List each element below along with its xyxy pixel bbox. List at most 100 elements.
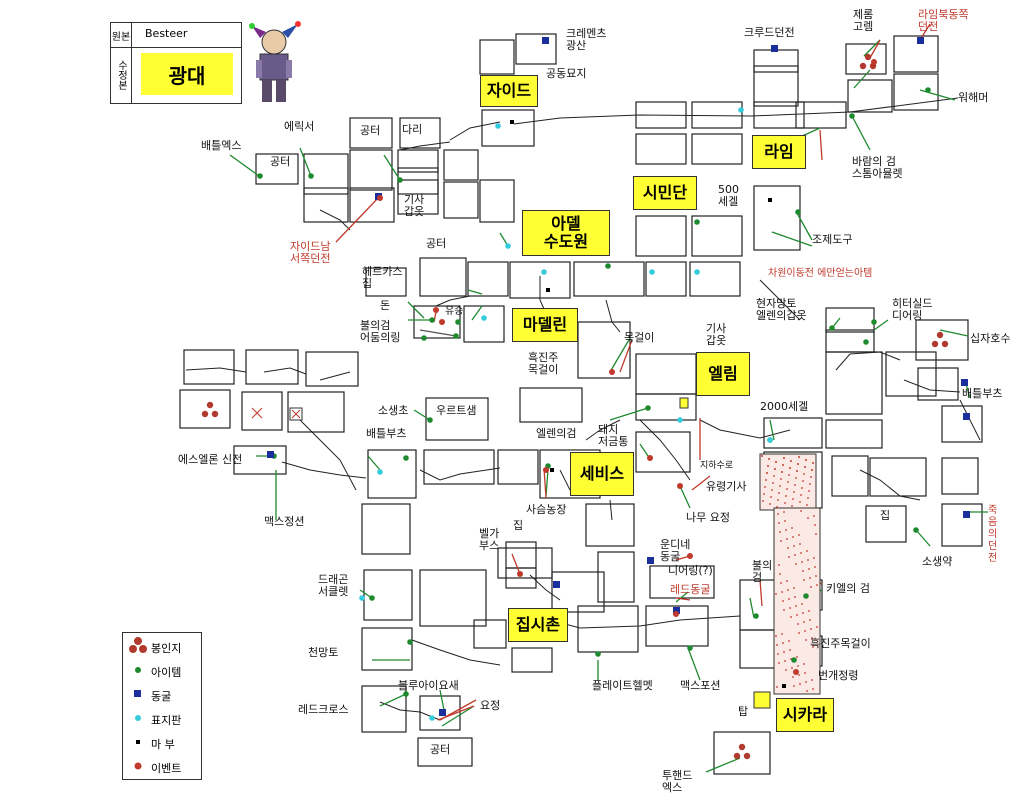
item-icon-23 <box>753 613 759 619</box>
label-belga-booth: 벨가 부스 <box>479 527 500 552</box>
passage-14 <box>609 499 613 521</box>
label-black-pearl-1: 흑진주 목걸이 <box>528 351 559 376</box>
town-jipsi[interactable]: 집시촌 <box>508 608 568 642</box>
room-59 <box>825 419 883 449</box>
passage-26 <box>585 419 621 441</box>
speckle-82 <box>790 616 792 618</box>
speckle-111 <box>813 515 815 517</box>
speckle-63 <box>767 465 769 467</box>
room-69 <box>869 457 927 497</box>
passage-5 <box>605 299 621 333</box>
label-potion: 소생약 <box>922 555 953 568</box>
room-57 <box>635 393 697 421</box>
sign-icon-6 <box>694 269 700 275</box>
town-sikara[interactable]: 시카라 <box>776 698 834 732</box>
cave-icon-10 <box>961 379 968 386</box>
room-38 <box>689 261 741 297</box>
speckle-47 <box>799 501 801 503</box>
speckle-21 <box>773 475 775 477</box>
speckle-139 <box>799 543 801 545</box>
label-fire-sword-2: 불의 검 <box>752 559 773 584</box>
passage-27 <box>859 469 921 501</box>
speckle-57 <box>805 459 807 461</box>
speckle-80 <box>800 510 802 512</box>
room-28 <box>479 179 515 223</box>
town-sebis[interactable]: 세비스 <box>570 452 634 496</box>
speckle-64 <box>804 466 806 468</box>
room-56 <box>519 387 583 423</box>
town-adel[interactable]: 아델 수도원 <box>522 210 610 256</box>
item-icon-9 <box>429 317 435 323</box>
speckle-146 <box>806 550 808 552</box>
room-48 <box>305 351 359 387</box>
event-leader-4 <box>543 467 547 499</box>
town-madelin[interactable]: 마델린 <box>512 308 578 342</box>
passage-6 <box>835 351 901 371</box>
label-lightning-spirit: 번개정령 <box>818 669 859 682</box>
item-leader-24 <box>679 485 691 509</box>
event-leader-9 <box>511 553 521 575</box>
speckle-158 <box>788 640 790 642</box>
speckle-79 <box>805 639 807 641</box>
seal-icon-1-1 <box>206 401 214 409</box>
event-icon-11 <box>439 319 445 325</box>
room-19 <box>303 153 349 195</box>
town-simindan[interactable]: 시민단 <box>633 176 697 210</box>
room-6 <box>753 101 805 129</box>
room-55 <box>425 397 489 441</box>
speckle-37 <box>793 491 795 493</box>
sign-icon <box>135 715 141 721</box>
speckle-49 <box>769 503 771 505</box>
label-dearing-q: 디어링(?) <box>668 564 713 577</box>
speckle-27 <box>787 481 789 483</box>
speckle-138 <box>804 672 806 674</box>
event-icon-8 <box>687 553 693 559</box>
item-icon-25 <box>791 657 797 663</box>
speckle-153 <box>813 557 815 559</box>
speckle-85 <box>775 593 777 595</box>
town-line[interactable]: 라임 <box>752 135 806 169</box>
speckle-131 <box>797 665 799 667</box>
item-leader-42 <box>939 329 969 337</box>
seal-icon-3-1 <box>738 743 746 751</box>
label-yuseung: 유승 <box>445 306 464 317</box>
magic-icon-2 <box>768 198 772 202</box>
town-zaid[interactable]: 자이드 <box>480 75 538 107</box>
label-battle-boots-2: 배틀부츠 <box>366 427 407 440</box>
magic-icon-6 <box>782 684 786 688</box>
label-cross-lake: 십자호수 <box>970 332 1011 345</box>
item-leader-21 <box>609 407 649 421</box>
town-elim[interactable]: 엘림 <box>696 352 750 396</box>
speckle-46 <box>762 500 764 502</box>
room-62 <box>367 449 417 499</box>
label-jerome-golem: 제롬 고렘 <box>853 8 874 33</box>
legend-cave-label: 동굴 <box>151 690 172 703</box>
speckle-50 <box>806 504 808 506</box>
room-20 <box>349 149 393 191</box>
speckle-24 <box>780 478 782 480</box>
speckle-108 <box>786 538 788 540</box>
room-1 <box>479 39 515 75</box>
room-30 <box>691 215 743 257</box>
room-49 <box>825 351 883 415</box>
item-leader-45 <box>675 591 689 603</box>
speckle-126 <box>780 582 782 584</box>
speckle-59 <box>775 461 777 463</box>
speckle-74 <box>788 556 790 558</box>
room-92 <box>361 685 407 733</box>
speckle-144 <box>816 626 818 628</box>
legend-seal-label: 봉인지 <box>151 642 182 655</box>
speckle-25 <box>765 479 767 481</box>
cave-icon-6 <box>647 557 654 564</box>
kiel-sword-area <box>773 507 821 695</box>
item-icon-8 <box>694 219 700 225</box>
leader-misc-1 <box>419 329 457 337</box>
speckle-157 <box>793 587 795 589</box>
speckle-35 <box>771 489 773 491</box>
item-icon-24 <box>803 593 809 599</box>
label-line-ne-dungeon: 라임북동쪽 던전 <box>918 8 969 33</box>
seal-icon-1-3 <box>211 410 219 418</box>
magic-icon-1 <box>510 120 514 124</box>
